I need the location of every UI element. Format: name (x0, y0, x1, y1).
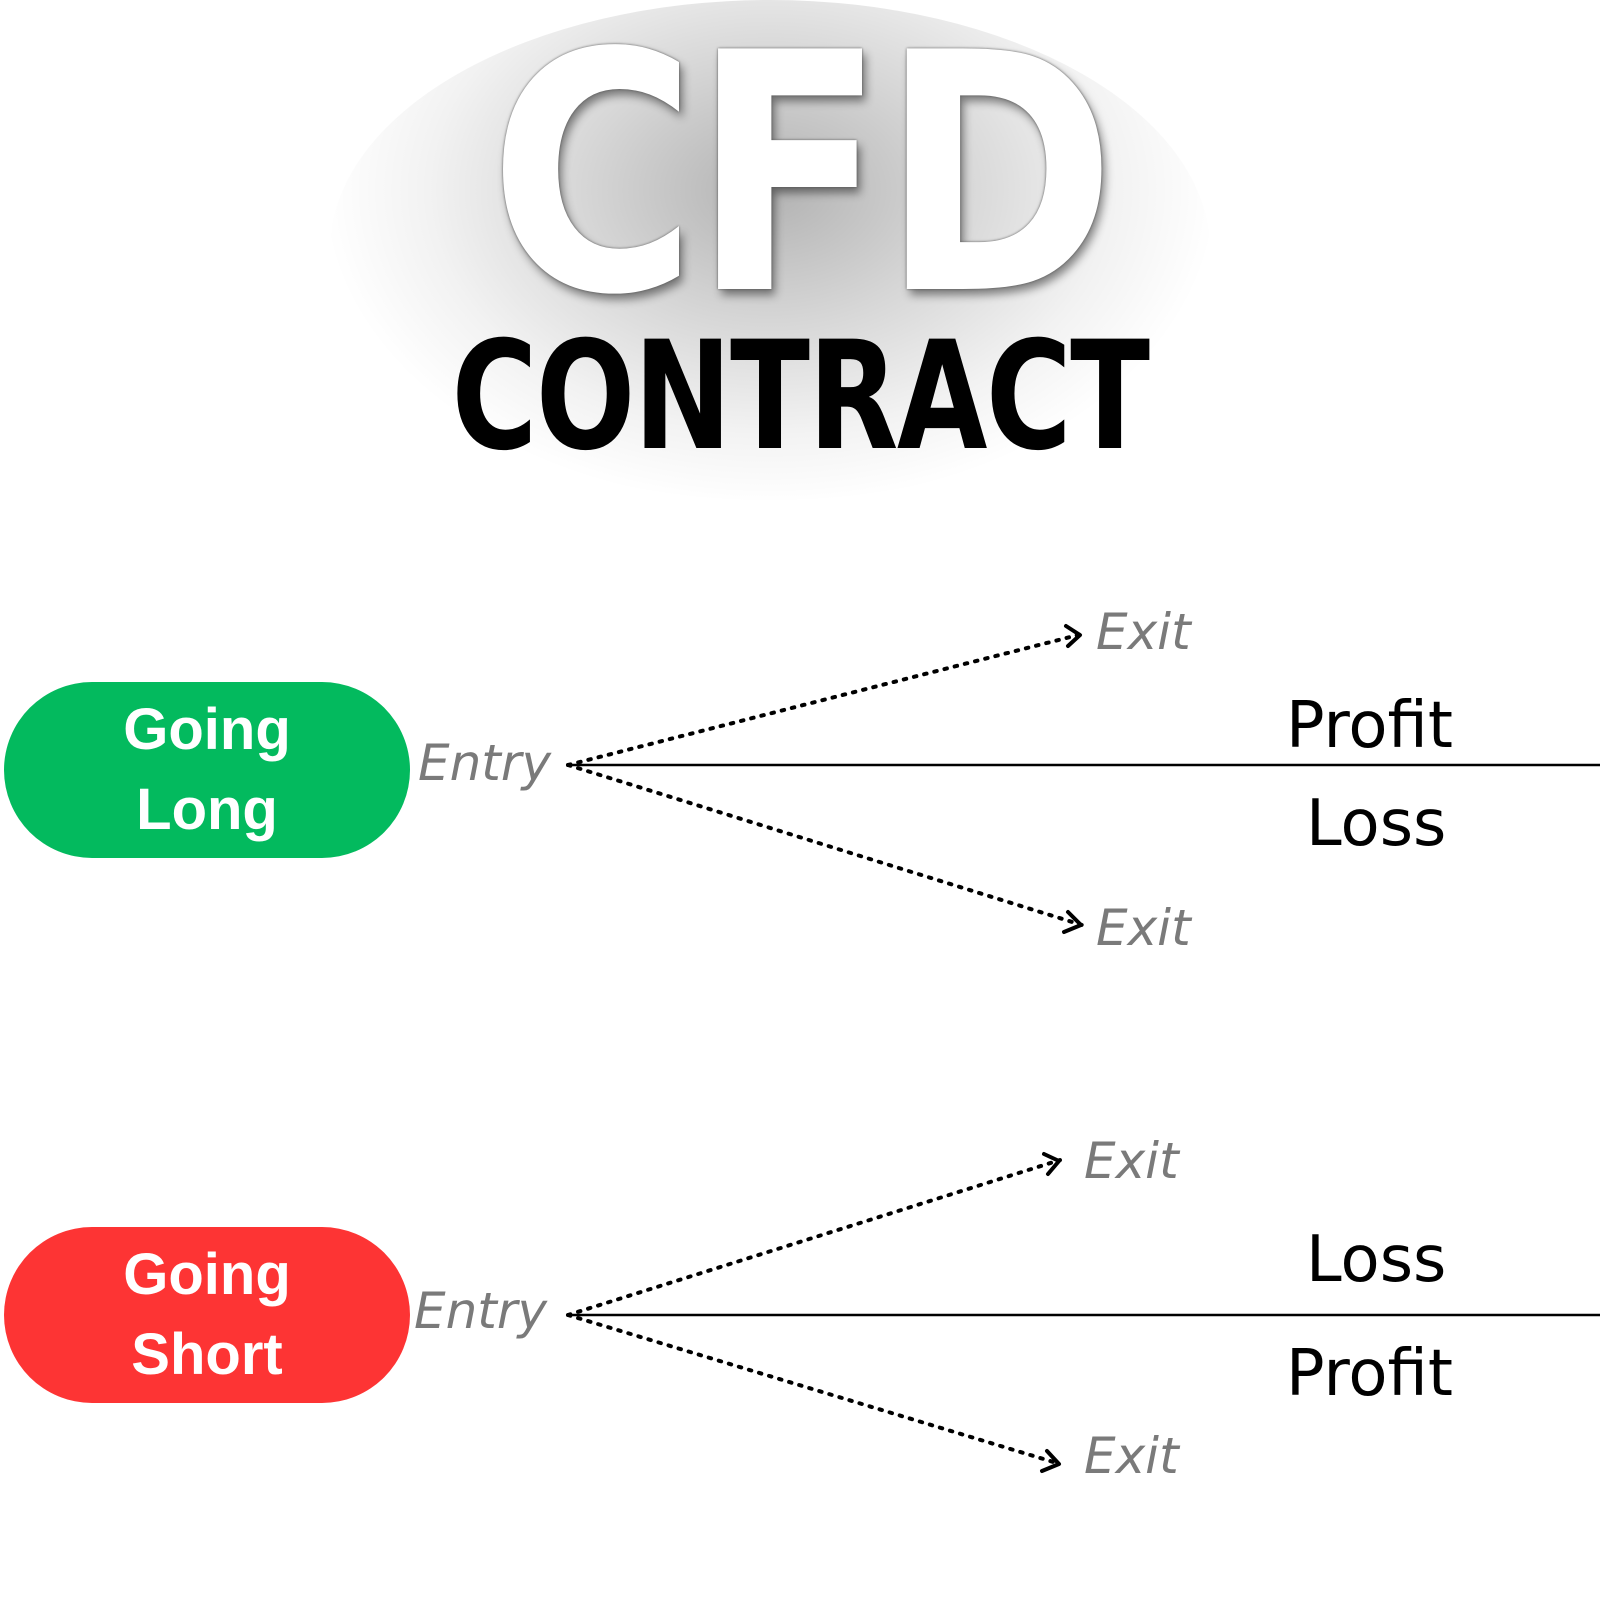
short-exit-down-arrowhead (1040, 1449, 1061, 1473)
going-long-label-line1: Going (123, 697, 291, 762)
long-exit-down-label: Exit (1096, 899, 1191, 957)
long-profit-label: Profit (1286, 689, 1453, 763)
short-exit-up-arrow (566, 1158, 1062, 1317)
long-exit-up-label: Exit (1096, 603, 1191, 661)
long-exit-down-arrow (566, 763, 1084, 927)
short-entry-label: Entry (414, 1282, 548, 1340)
short-exit-up-arrowhead (1042, 1152, 1061, 1176)
going-short-label-line1: Going (123, 1242, 291, 1307)
going-long-badge: Going Long (4, 682, 410, 858)
short-exit-up-label: Exit (1084, 1132, 1179, 1190)
main-title: CFD (488, 0, 1116, 367)
long-exit-up-arrow (566, 632, 1084, 767)
going-long-label-line2: Long (136, 777, 278, 842)
long-entry-label: Entry (418, 734, 552, 792)
short-exit-down-arrow (566, 1313, 1062, 1466)
short-loss-label: Loss (1306, 1223, 1447, 1297)
long-exit-down-arrowhead (1062, 910, 1083, 934)
title-shadow-glow (330, 0, 1210, 500)
long-loss-label: Loss (1306, 787, 1447, 861)
short-profit-label: Profit (1286, 1337, 1453, 1411)
subtitle: CONTRACT (451, 310, 1150, 484)
long-exit-up-arrowhead (1064, 624, 1082, 648)
short-exit-down-label: Exit (1084, 1427, 1179, 1485)
going-short-badge: Going Short (4, 1227, 410, 1403)
going-short-label-line2: Short (131, 1322, 283, 1387)
